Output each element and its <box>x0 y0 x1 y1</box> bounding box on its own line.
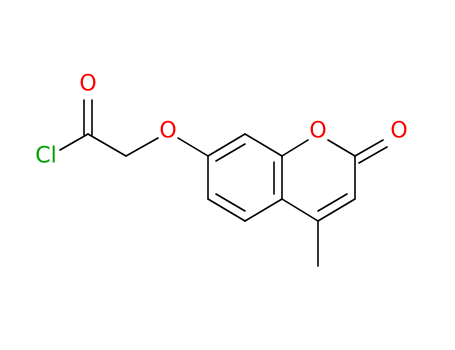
bond-o-c7 <box>177 137 209 157</box>
bond-c3-c4 <box>317 198 356 222</box>
bond-c2-o-double-b <box>358 146 388 164</box>
bond-c5-c6 <box>207 198 246 222</box>
bond-ch2-o <box>125 137 159 157</box>
bond-c4a-c5 <box>244 198 283 222</box>
bond-c2-o-double-a <box>354 139 384 157</box>
atom-o-ring: O <box>309 119 326 144</box>
bond-c7-c8 <box>207 133 246 157</box>
atom-label-layer: Cl O O O O <box>35 72 407 169</box>
bond-c7-c8-inner <box>215 143 246 162</box>
atom-o-lactone-carbonyl: O <box>390 119 407 144</box>
atom-o-ether: O <box>159 119 176 144</box>
bond-layer <box>59 99 388 267</box>
bond-c4-c4a <box>281 198 319 222</box>
bond-c-ch2 <box>87 133 127 157</box>
bond-c3-c4-inner <box>317 193 348 212</box>
bond-c8-c8a <box>244 133 283 157</box>
bond-cl-c <box>59 133 89 151</box>
atom-cl: Cl <box>35 144 56 169</box>
atom-o-acyl-carbonyl: O <box>79 72 96 97</box>
bond-c8a-o1 <box>281 139 309 157</box>
bond-c5-c6-inner <box>215 193 246 212</box>
bond-o1-c2 <box>327 139 356 157</box>
